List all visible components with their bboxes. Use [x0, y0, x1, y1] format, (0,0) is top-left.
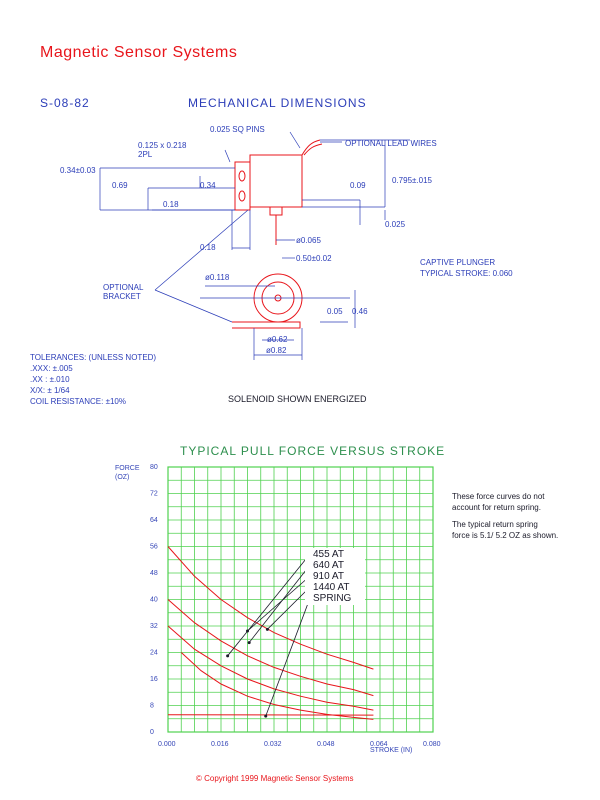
chart-note-line: The typical return spring	[452, 520, 538, 529]
tolerance-line: .XX : ±.010	[30, 375, 70, 384]
plunger-stub	[269, 206, 283, 216]
series-line	[167, 599, 374, 697]
x-tick-label: 0.000	[158, 741, 176, 748]
legend-leader-dot	[265, 627, 269, 631]
legend-leader-dot	[246, 629, 249, 633]
label-018-bottom: 0.18	[200, 243, 216, 252]
tolerances-block: TOLERANCES: (UNLESS NOTED) .XXX: ±.005 .…	[30, 352, 156, 407]
x-axis-label: STROKE (IN)	[370, 747, 412, 754]
y-tick-label: 56	[150, 544, 158, 551]
label-018-top: 0.18	[163, 200, 179, 209]
end-view-dims	[154, 209, 356, 360]
label-captive-plunger: CAPTIVE PLUNGER	[420, 258, 495, 267]
y-tick-label: 8	[150, 703, 154, 710]
label-046: 0.46	[352, 307, 368, 316]
chart-note-line: account for return spring.	[452, 503, 541, 512]
label-bracket: BRACKET	[103, 292, 141, 301]
legend-label: 1440 AT	[313, 582, 350, 593]
y-tick-label: 40	[150, 597, 158, 604]
x-tick-label: 0.064	[370, 741, 388, 748]
label-optional: OPTIONAL	[103, 283, 144, 292]
legend-leader-line	[227, 553, 311, 657]
mechanical-drawing: 0.025 SQ PINS OPTIONAL LEAD WIRES 0.125 …	[60, 125, 513, 360]
y-tick-label: 64	[150, 517, 158, 524]
label-050: 0.50±0.02	[296, 254, 332, 263]
solenoid-side-view	[234, 139, 323, 245]
label-034: 0.34	[200, 181, 216, 190]
y-tick-label: 24	[150, 650, 158, 657]
label-phi0065: ø0.065	[296, 236, 321, 245]
label-034-003: 0.34±0.03	[60, 166, 96, 175]
dimension-lines	[99, 131, 410, 259]
y-tick-label: 72	[150, 491, 158, 498]
chart-note-line: force is 5.1/ 5.2 OZ as shown.	[452, 531, 559, 540]
solenoid-body	[249, 154, 303, 208]
legend-leader-line	[265, 597, 311, 717]
tolerance-line: .XXX: ±.005	[30, 364, 73, 373]
label-phi062: ø0.62	[267, 335, 288, 344]
legend-background	[305, 548, 365, 605]
y-tick-label: 48	[150, 570, 158, 577]
y-tick-label: 0	[150, 729, 154, 736]
legend-leader-line	[248, 564, 311, 643]
series-line	[167, 546, 374, 670]
y-axis-label: FORCE	[115, 465, 140, 472]
solenoid-end-view	[232, 273, 303, 329]
label-slot-2pl: 2PL	[138, 150, 153, 159]
bracket-bottom	[232, 321, 301, 329]
legend-leader-line	[267, 586, 311, 630]
legend-label: 455 AT	[313, 549, 344, 560]
chart-legend-leaders	[226, 552, 312, 718]
tolerance-line: X/X: ± 1/64	[30, 386, 70, 395]
energized-note: SOLENOID SHOWN ENERGIZED	[228, 394, 367, 404]
legend-leader-dot	[247, 641, 251, 645]
chart-note-line: These force curves do not	[452, 492, 545, 501]
x-tick-label: 0.048	[317, 741, 335, 748]
chart-ticks: 0 8 16 24 32 40 48 56 64 72 80 0.000 0.016 0.032 0.048…	[150, 464, 441, 748]
slot-lower	[238, 190, 246, 202]
legend-leader-dot	[226, 654, 230, 658]
label-phi0118: ø0.118	[205, 273, 230, 282]
force-stroke-chart: 0 8 16 24 32 40 48 56 64 72 80 0.000 0.016 0.032 0.048…	[115, 464, 441, 754]
lead-wire	[301, 139, 321, 156]
chart-curves	[167, 546, 374, 720]
label-slot: 0.125 x 0.218	[138, 141, 187, 150]
bracket-side	[234, 161, 251, 211]
slot-upper	[238, 170, 246, 182]
copyright: © Copyright 1999 Magnetic Sensor Systems	[196, 774, 354, 783]
part-number: S-08-82	[40, 96, 90, 110]
legend-label: 910 AT	[313, 571, 344, 582]
x-tick-label: 0.032	[264, 741, 282, 748]
x-tick-label: 0.016	[211, 741, 229, 748]
y-axis-unit: (OZ)	[115, 474, 129, 481]
legend-leader-dot	[264, 714, 268, 718]
lead-wire-2	[303, 143, 323, 156]
label-005: 0.05	[327, 307, 343, 316]
y-tick-label: 32	[150, 623, 158, 630]
chart-title: TYPICAL PULL FORCE VERSUS STROKE	[180, 444, 446, 458]
legend-label: 640 AT	[313, 560, 344, 571]
section-title: MECHANICAL DIMENSIONS	[188, 96, 367, 110]
chart-grid	[167, 466, 434, 733]
series-line	[180, 652, 374, 720]
legend-label: SPRING	[313, 593, 352, 604]
y-tick-label: 80	[150, 464, 158, 471]
label-0025: 0.025	[385, 220, 406, 229]
tolerance-line: TOLERANCES: (UNLESS NOTED)	[30, 353, 157, 362]
legend-leader-line	[247, 575, 311, 632]
label-009: 0.09	[350, 181, 366, 190]
y-tick-label: 16	[150, 676, 158, 683]
x-tick-label: 0.080	[423, 741, 441, 748]
label-phi082: ø0.82	[266, 346, 287, 355]
tolerance-line: COIL RESISTANCE: ±10%	[30, 397, 126, 406]
label-0795: 0.795±.015	[392, 176, 433, 185]
series-line	[167, 625, 374, 711]
label-sq-pins: 0.025 SQ PINS	[210, 125, 265, 134]
label-typical-stroke: TYPICAL STROKE: 0.060	[420, 269, 513, 278]
label-lead-wires: OPTIONAL LEAD WIRES	[345, 139, 437, 148]
brand-title: Magnetic Sensor Systems	[40, 44, 238, 61]
label-069: 0.69	[112, 181, 128, 190]
